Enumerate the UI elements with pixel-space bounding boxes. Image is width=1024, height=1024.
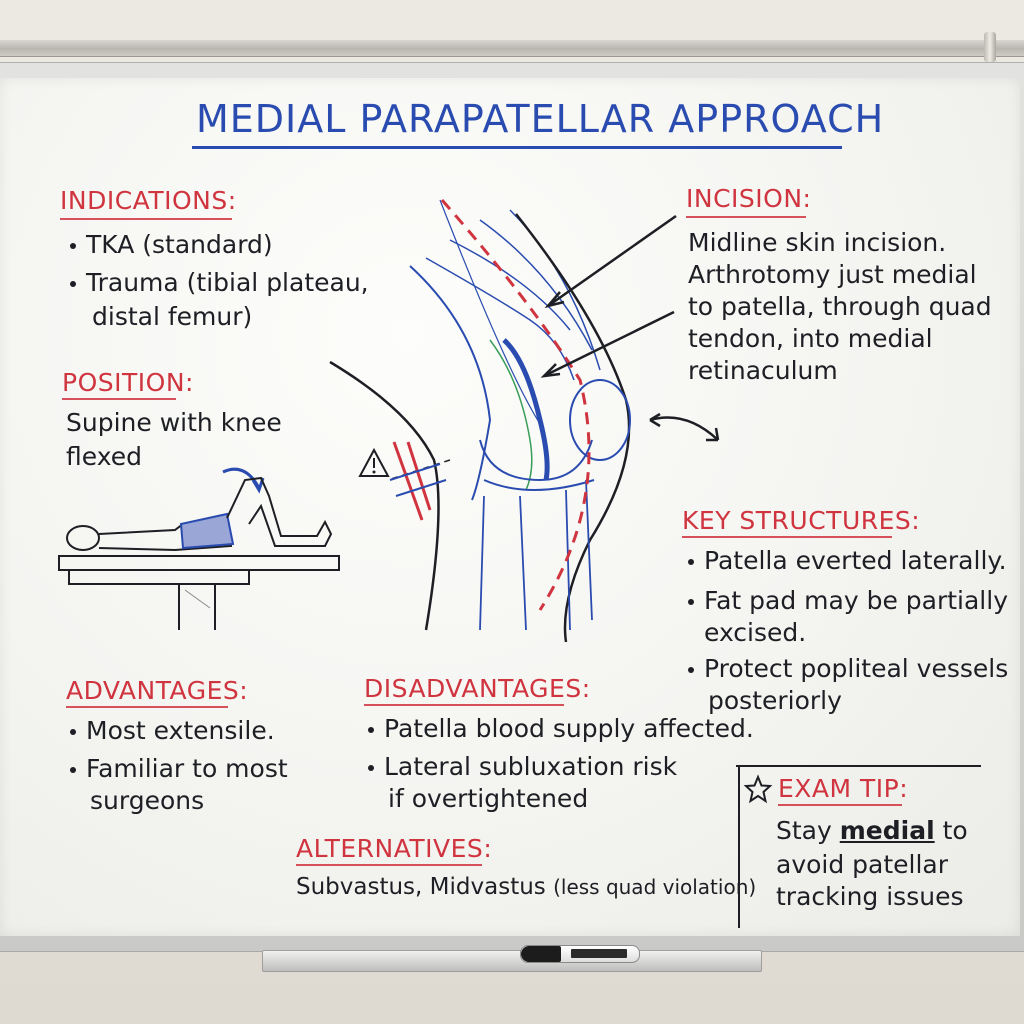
exam-tip-heading: EXAM TIP: [778, 774, 909, 803]
incision-line: tendon, into medial [688, 324, 933, 353]
supine-patient-drawing [58, 467, 340, 630]
indications-item: TKA (standard) [70, 232, 273, 257]
indications-item: Trauma (tibial plateau, [70, 270, 369, 295]
key-structure-item: Protect popliteal vessels [688, 656, 1008, 681]
incision-line: retinaculum [688, 356, 838, 385]
key-structures-underline [682, 536, 892, 538]
disadvantages-heading: DISADVANTAGES: [364, 674, 591, 703]
indications-underline [60, 218, 232, 220]
key-structure-item: Fat pad may be partially [688, 588, 1008, 613]
key-structure-item: Patella everted laterally. [688, 548, 1007, 573]
advantages-heading: ADVANTAGES: [66, 676, 249, 705]
rail-end-cap [984, 32, 996, 62]
disadvantages-item: Patella blood supply affected. [368, 716, 754, 741]
exam-tip-border-top [736, 765, 981, 767]
position-line: flexed [66, 442, 142, 471]
alternatives-underline [296, 864, 482, 866]
position-line: Supine with knee [66, 408, 282, 437]
exam-tip-line: tracking issues [776, 882, 964, 911]
marker-cap [521, 946, 561, 962]
dry-erase-marker[interactable] [520, 945, 640, 963]
incision-heading: INCISION: [686, 184, 812, 213]
advantages-item: Familiar to most [70, 756, 288, 781]
incision-line: to patella, through quad [688, 292, 992, 321]
page-title: MEDIAL PARAPATELLAR APPROACH [196, 97, 885, 141]
incision-line: Arthrotomy just medial [688, 260, 977, 289]
exam-tip-line: Stay medial to [776, 816, 968, 845]
disadvantages-item: Lateral subluxation risk [368, 754, 677, 779]
key-structures-heading: KEY STRUCTURES: [682, 506, 921, 535]
key-structure-item-continued: posteriorly [708, 686, 842, 715]
position-underline [62, 398, 176, 400]
warning-triangle-icon [358, 447, 390, 477]
key-structure-item-continued: excised. [704, 618, 807, 647]
marker-label [571, 949, 627, 958]
alternatives-heading: ALTERNATIVES: [296, 834, 493, 863]
title-underline [192, 146, 842, 149]
advantages-item-continued: surgeons [90, 786, 205, 815]
exam-tip-line: avoid patellar [776, 850, 949, 879]
double-arrow-icon [649, 412, 720, 442]
marker-tray [262, 950, 762, 972]
advantages-item: Most extensile. [70, 718, 275, 743]
incision-underline [686, 216, 806, 218]
indications-item-continued: distal femur) [92, 302, 253, 331]
incision-line: Midline skin incision. [688, 228, 947, 257]
disadvantages-underline [364, 704, 564, 706]
exam-tip-highlight: medial [839, 816, 935, 845]
exam-tip-border-left [738, 765, 740, 928]
whiteboard [0, 78, 1020, 936]
star-outline-icon [743, 774, 773, 804]
position-heading: POSITION: [62, 368, 194, 397]
disadvantages-item-continued: if overtightened [388, 784, 589, 813]
alternatives-text: Subvastus, Midvastus (less quad violatio… [296, 874, 757, 900]
advantages-underline [66, 706, 228, 708]
knee-anatomy-drawing [329, 199, 677, 643]
exam-tip-underline [778, 804, 902, 806]
indications-heading: INDICATIONS: [60, 186, 237, 215]
board-rail [0, 40, 1024, 57]
